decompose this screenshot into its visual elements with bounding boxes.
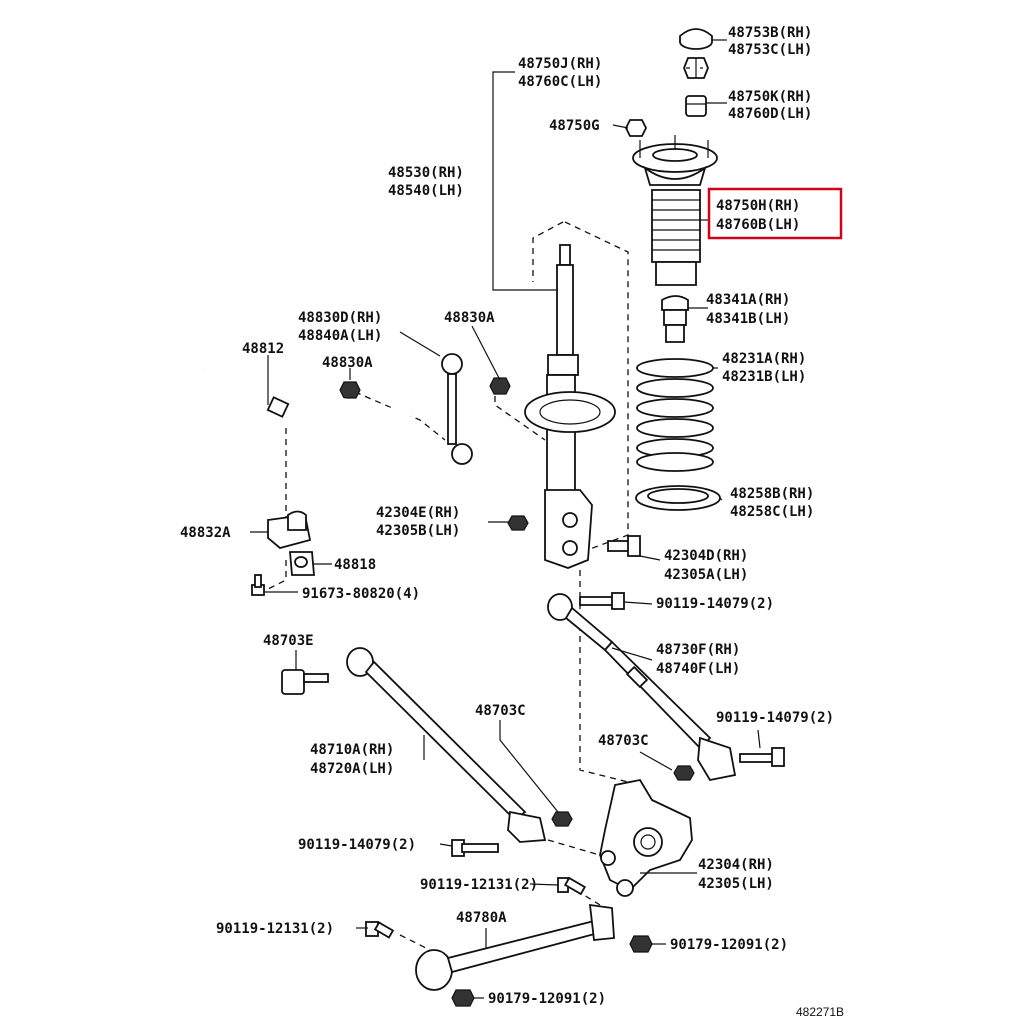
label-48258b: 48258B(RH) — [730, 486, 814, 502]
label-90179-b: 90179-12091(2) — [488, 991, 606, 1007]
nut-48703c-a — [673, 765, 695, 781]
bolt-90119-c — [451, 839, 499, 857]
bolt-90119-e — [365, 921, 395, 939]
label-48750g: 48750G — [549, 118, 600, 134]
label-90119-c: 90119-14079(2) — [298, 837, 416, 853]
label-48703c-a: 48703C — [475, 703, 526, 719]
strut-mount — [632, 135, 718, 186]
label-48231b: 48231B(LH) — [722, 369, 806, 385]
carrier-42304 — [599, 778, 693, 897]
bolt-90119-d — [557, 876, 587, 896]
lateral-arm-48730f — [547, 593, 737, 782]
nut-48750g — [624, 119, 648, 137]
label-42304d: 42304D(RH) — [664, 548, 748, 564]
label-42305b: 42305B(LH) — [376, 523, 460, 539]
label-48830a-top: 48830A — [444, 310, 495, 326]
label-48720a: 48720A(LH) — [310, 761, 394, 777]
strut-rod-48710a — [346, 647, 547, 843]
part-labels: 48753B(RH) 48753C(LH) 48750J(RH) 48760C(… — [180, 25, 844, 1019]
diagram-reference-number: 482271B — [796, 1005, 844, 1019]
nut-48750j — [683, 57, 709, 79]
label-48753b: 48753B(RH) — [728, 25, 812, 41]
label-42304: 42304(RH) — [698, 857, 774, 873]
nut-90179-a — [629, 935, 653, 953]
label-48832a: 48832A — [180, 525, 231, 541]
bushing-48703e — [281, 669, 329, 695]
label-48818: 48818 — [334, 557, 376, 573]
label-48740f: 48740F(LH) — [656, 661, 740, 677]
bolt-90119-b — [739, 747, 785, 767]
label-42305a: 42305A(LH) — [664, 567, 748, 583]
label-90179-a: 90179-12091(2) — [670, 937, 788, 953]
label-48760b: 48760B(LH) — [716, 217, 800, 233]
label-48341b: 48341B(LH) — [706, 311, 790, 327]
label-48830a: 48830A — [322, 355, 373, 371]
bushing-48750k — [685, 95, 707, 117]
coil-spring-48231 — [636, 358, 714, 472]
label-48750h: 48750H(RH) — [716, 198, 800, 214]
label-48540: 48540(LH) — [388, 183, 464, 199]
nut-90179-b — [451, 989, 475, 1007]
spring-seat-48258 — [635, 485, 721, 511]
bolt-42304d — [607, 535, 641, 557]
stabilizer-bar-48812 — [203, 367, 414, 493]
bolt-90119-a — [579, 592, 625, 610]
label-48780a: 48780A — [456, 910, 507, 926]
label-48231a: 48231A(RH) — [722, 351, 806, 367]
label-48341a: 48341A(RH) — [706, 292, 790, 308]
dust-boot-48750h — [651, 189, 701, 286]
label-48840a: 48840A(LH) — [298, 328, 382, 344]
shock-absorber-48530 — [524, 244, 616, 569]
cap-48753 — [679, 28, 713, 50]
label-48730f: 48730F(RH) — [656, 642, 740, 658]
label-48710a: 48710A(RH) — [310, 742, 394, 758]
bump-stop-48341 — [661, 295, 689, 343]
leader-lines — [250, 39, 761, 999]
stabilizer-link-48830d — [441, 353, 473, 465]
label-90119-e: 90119-12131(2) — [216, 921, 334, 937]
label-90119-a: 90119-14079(2) — [656, 596, 774, 612]
nut-48830a-lower — [339, 381, 361, 399]
label-48530: 48530(RH) — [388, 165, 464, 181]
label-42304e: 42304E(RH) — [376, 505, 460, 521]
nut-42304e — [507, 515, 529, 531]
assembly-dashed-lines — [261, 221, 641, 951]
highlight-box — [707, 187, 843, 240]
label-48703e: 48703E — [263, 633, 314, 649]
label-48750k: 48750K(RH) — [728, 89, 812, 105]
bushing-48818 — [289, 551, 315, 576]
label-48830d: 48830D(RH) — [298, 310, 382, 326]
label-48750j: 48750J(RH) — [518, 56, 602, 72]
label-48760c: 48760C(LH) — [518, 74, 602, 90]
nut-48703c-b — [551, 811, 573, 827]
trailing-arm-48780a — [415, 903, 615, 991]
label-48753c: 48753C(LH) — [728, 42, 812, 58]
label-48258c: 48258C(LH) — [730, 504, 814, 520]
label-42305: 42305(LH) — [698, 876, 774, 892]
label-48812: 48812 — [242, 341, 284, 357]
nut-48830a-upper — [489, 377, 511, 395]
bracket-48832a — [267, 510, 312, 549]
label-90119-b: 90119-14079(2) — [716, 710, 834, 726]
label-48703c-b: 48703C — [598, 733, 649, 749]
label-90119-d: 90119-12131(2) — [420, 877, 538, 893]
bolt-91673 — [251, 574, 265, 596]
label-48760d: 48760D(LH) — [728, 106, 812, 122]
label-91673: 91673-80820(4) — [302, 586, 420, 602]
